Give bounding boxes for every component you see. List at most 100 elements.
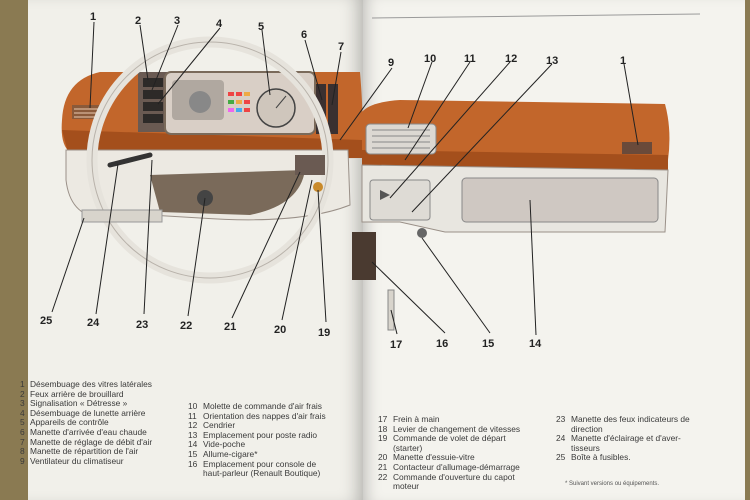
legend-text: Manette d'éclairage et d'aver- <box>571 433 681 444</box>
legend-number: 18 <box>378 423 388 434</box>
legend-item-23: 23 Manette des feux indicateurs de <box>556 414 690 425</box>
legend-number: 2 <box>20 388 25 399</box>
starter-knob <box>313 182 323 192</box>
legend-column-1: 1 Désembuage des vitres latérales 2 Feux a… <box>20 379 153 466</box>
legend-text: direction <box>571 423 603 434</box>
legend-number: 19 <box>378 433 388 444</box>
legend-text: Cendrier <box>203 420 236 431</box>
legend-text: Vide-poche <box>203 439 246 450</box>
legend-item-14: 14 Vide-poche <box>188 440 326 450</box>
cigar-lighter <box>417 228 427 238</box>
center-console <box>150 170 305 215</box>
callout-label: 23 <box>136 319 148 331</box>
legend-text: Levier de changement de vitesses <box>393 423 521 434</box>
callout-label: 1 <box>90 11 96 23</box>
legend-text: Manette d'arrivée d'eau chaude <box>30 426 147 437</box>
legend-text: Manette des feux indicateurs de <box>571 414 690 424</box>
legend-number: 25 <box>556 452 566 463</box>
legend-number: 24 <box>556 433 566 444</box>
legend-number: 23 <box>556 414 566 424</box>
callout-label: 3 <box>174 15 180 27</box>
legend-text: Allume-cigare* <box>203 448 258 459</box>
legend-item-24-cont: tisseurs <box>556 442 690 454</box>
fuse-box <box>81 209 163 223</box>
callout-label: 5 <box>258 21 264 33</box>
legend-text: Appareils de contrôle <box>30 417 109 428</box>
footnote: * Suivant versions ou équipements. <box>565 481 660 487</box>
legend-item-19-cont: (starter) <box>378 442 520 454</box>
callout-label: 13 <box>546 55 558 67</box>
legend-text: Commande de volet de départ <box>393 433 506 444</box>
legend-text: Désembuage de lunette arrière <box>30 407 146 418</box>
legend-item-2: 2 Feux arrière de brouillard <box>20 388 152 400</box>
legend-number: 16 <box>188 458 198 469</box>
legend-number: 14 <box>188 439 198 450</box>
legend-number: 8 <box>20 446 25 457</box>
legend-text: Manette d'essuie-vitre <box>393 452 475 463</box>
callout-label: 7 <box>338 41 344 53</box>
legend-text: Commande d'ouverture du capot <box>393 471 515 482</box>
legend-item-5: 5 Appareils de contrôle <box>20 418 152 428</box>
left-dashboard <box>61 36 363 284</box>
legend-text: (starter) <box>393 442 423 453</box>
callout-label: 25 <box>40 315 52 327</box>
callout-label: 2 <box>135 15 141 27</box>
callout-label: 20 <box>274 324 286 336</box>
legend-text: Feux arrière de brouillard <box>30 388 124 399</box>
center-vent <box>365 123 437 155</box>
legend-item-22-cont: moteur <box>378 482 520 492</box>
legend-number: 10 <box>188 401 198 411</box>
callout-labels: 1 2 3 4 5 6 7 9 10 11 12 13 1 25 24 23 2… <box>40 11 626 351</box>
header-rule <box>371 13 701 19</box>
legend-item-10: 10 Molette de commande d'air frais <box>188 401 326 412</box>
legend-text: haut-parleur (Renault Boutique) <box>203 468 321 479</box>
callout-label: 16 <box>436 338 448 350</box>
legend-number: 20 <box>378 452 388 463</box>
legend-item-19: 19 Commande de volet de départ <box>378 434 520 444</box>
radio-slot <box>369 179 431 221</box>
legend-number: 12 <box>188 420 198 431</box>
legend-column-4: 23 Manette des feux indicateurs de direct… <box>556 414 690 463</box>
legend-item-25: 25 Boîte à fusibles. <box>556 453 690 463</box>
legend-text: Manette de réglage de débit d'air <box>30 436 153 447</box>
clock-dial <box>189 91 211 113</box>
legend-text: Molette de commande d'air frais <box>203 401 322 411</box>
glovebox-tray <box>461 177 659 223</box>
callout-label: 15 <box>482 338 494 350</box>
callout-label: 9 <box>388 57 394 69</box>
callout-label: 4 <box>216 18 223 30</box>
dash-top-right <box>362 100 670 160</box>
right-page <box>363 0 745 500</box>
callout-label: 12 <box>505 53 517 65</box>
right-dashboard <box>352 100 670 331</box>
legend-item-20: 20 Manette d'essuie-vitre <box>378 453 520 463</box>
legend-text: tisseurs <box>571 442 600 453</box>
legend-item-18: 18 Levier de changement de vitesses <box>378 423 521 435</box>
legend-number: 17 <box>378 414 388 424</box>
legend-item-24: 24 Manette d'éclairage et d'aver- <box>556 434 690 444</box>
legend-text: Manette de répartition de l'air <box>30 446 139 457</box>
legend-number: 5 <box>20 417 25 428</box>
callout-label: 22 <box>180 320 192 332</box>
legend-number: 3 <box>20 398 25 409</box>
legend-text: Signalisation « Détresse » <box>30 398 128 409</box>
callout-label: 21 <box>224 321 236 333</box>
legend-text: Boîte à fusibles. <box>571 452 631 463</box>
legend-item-16-cont: haut-parleur (Renault Boutique) <box>188 469 326 479</box>
legend-text: Orientation des nappes d'air frais <box>203 410 326 421</box>
legend-item-8: 8 Manette de répartition de l'air <box>20 447 152 457</box>
legend-number: 1 <box>20 379 25 389</box>
ignition-area <box>295 155 325 175</box>
legend-text: Contacteur d'allumage-démarrage <box>393 461 520 472</box>
legend-number: 22 <box>378 471 388 482</box>
legend-text: Désembuage des vitres latérales <box>30 379 152 389</box>
